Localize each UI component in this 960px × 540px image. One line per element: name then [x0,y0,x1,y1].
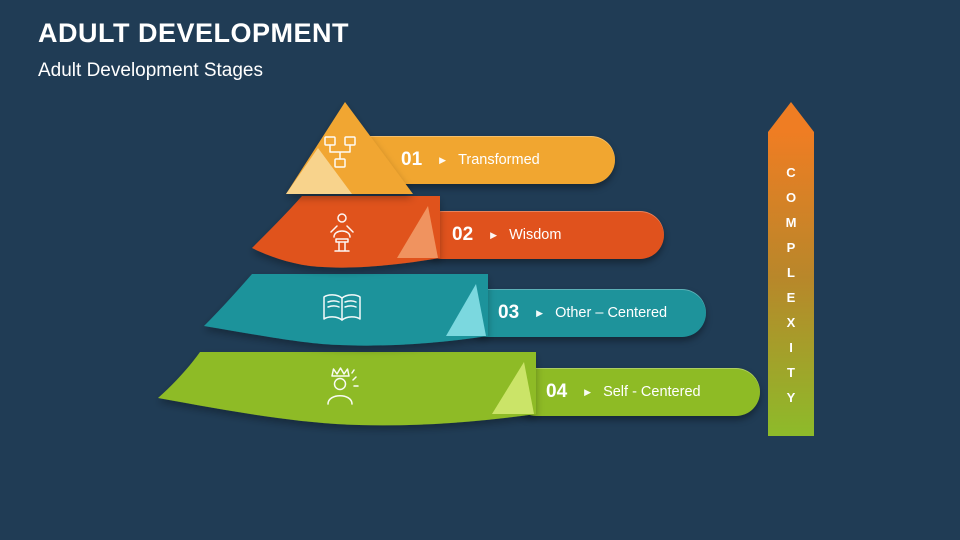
stage-bar-2: 02 ▶ Wisdom [418,211,664,259]
stage-number: 01 [401,149,423,170]
bullet-icon: ▶ [439,154,447,165]
bullet-icon: ▶ [490,229,498,240]
stage-ribbon-4 [158,352,536,426]
stage-number: 03 [498,302,520,323]
bullet-icon: ▶ [584,386,592,397]
stage-label: Other – Centered [555,305,668,321]
bullet-icon: ▶ [536,307,544,318]
stage-bar-1: 01 ▶ Transformed [345,136,615,184]
stage-ribbon-2 [252,196,440,268]
slide-subtitle: Adult Development Stages [38,60,263,81]
mentor-icon [330,213,354,252]
slide-title: ADULT DEVELOPMENT [38,18,349,48]
stage-bar-4: 04 ▶ Self - Centered [512,368,760,416]
stage-label: Transformed [458,152,540,168]
stage-label: Wisdom [509,227,562,243]
arrow-up-icon [768,102,814,132]
crowned-person-icon [327,367,359,405]
stage-number: 02 [452,224,474,245]
stage-ribbon-3 [204,274,488,346]
stage-number: 04 [546,381,568,402]
stage-bar-3: 03 ▶ Other – Centered [464,289,706,337]
stage-label: Self - Centered [603,384,701,400]
stage-fold-1 [286,148,352,194]
open-book-icon [323,294,361,321]
